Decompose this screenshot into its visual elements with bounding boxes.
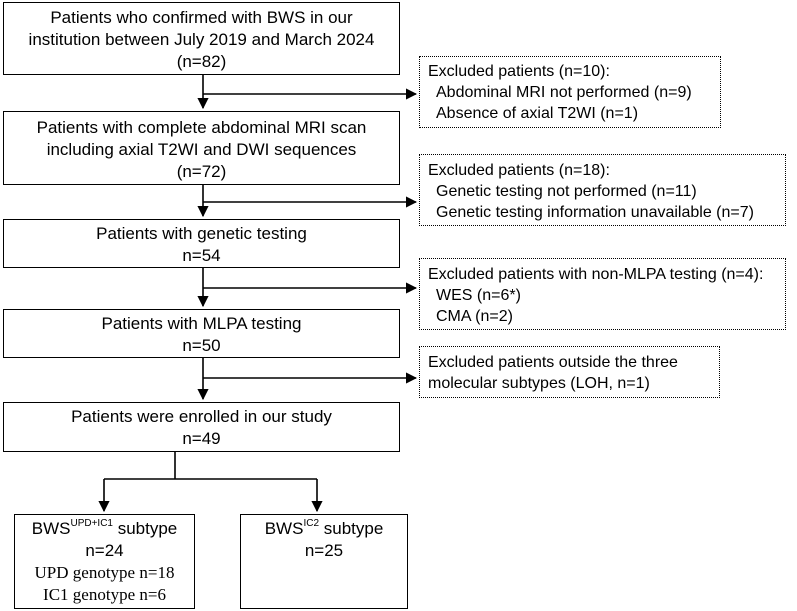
exclusion-item: Excluded patients outside the three: [428, 354, 678, 371]
exclusion-item: molecular subtypes (LOH, n=1): [428, 375, 650, 392]
exclusion-item: Absence of axial T2WI (n=1): [436, 105, 639, 122]
exclusion-box-1: Excluded patients (n=10): Abdominal MRI …: [419, 56, 721, 128]
box-mri: Patients with complete abdominal MRI sca…: [3, 111, 400, 185]
box-screened: Patients who confirmed with BWS in our i…: [3, 2, 400, 75]
subtype-box-ic2: BWSIC2 subtype n=25: [240, 514, 408, 609]
box-line: n=49: [182, 429, 221, 448]
subtype-title: BWSIC2 subtype: [241, 518, 407, 540]
exclusion-item: Genetic testing not performed (n=11): [436, 183, 697, 200]
exclusion-box-4: Excluded patients outside the three mole…: [419, 346, 720, 398]
subtype-title: BWSUPD+IC1 subtype: [15, 518, 194, 540]
subtype-sup: IC2: [303, 518, 320, 530]
box-line: Patients who confirmed with BWS in our: [50, 8, 353, 27]
box-line: including axial T2WI and DWI sequences: [46, 140, 357, 159]
exclusion-item: Genetic testing information unavailable …: [436, 204, 754, 221]
exclusion-item: CMA (n=2): [436, 308, 513, 325]
box-line: Patients with genetic testing: [96, 224, 307, 243]
subtype-base: BWS: [264, 519, 304, 538]
genotype-line: UPD genotype n=18: [34, 563, 175, 582]
box-mlpa: Patients with MLPA testing n=50: [3, 309, 400, 358]
exclusion-box-2: Excluded patients (n=18): Genetic testin…: [419, 154, 786, 226]
subtype-count: n=25: [304, 541, 344, 560]
box-line: (n=82): [176, 52, 227, 71]
exclusion-box-3: Excluded patients with non-MLPA testing …: [419, 258, 786, 330]
box-line: Patients with complete abdominal MRI sca…: [36, 118, 367, 137]
exclusion-item: WES (n=6*): [436, 287, 521, 304]
box-line: (n=72): [176, 162, 227, 181]
box-genetic: Patients with genetic testing n=54: [3, 219, 400, 268]
box-line: institution between July 2019 and March …: [28, 30, 375, 49]
box-line: Patients were enrolled in our study: [71, 407, 332, 426]
subtype-suffix: subtype: [319, 519, 384, 538]
subtype-base: BWS: [31, 519, 71, 538]
box-enrolled: Patients were enrolled in our study n=49: [3, 402, 400, 452]
subtype-count: n=24: [85, 541, 124, 560]
box-line: n=50: [182, 336, 221, 355]
subtype-box-upd-ic1: BWSUPD+IC1 subtype n=24 UPD genotype n=1…: [14, 514, 195, 609]
subtype-sup: UPD+IC1: [70, 518, 113, 530]
exclusion-title: Excluded patients (n=10):: [428, 63, 610, 80]
exclusion-title: Excluded patients with non-MLPA testing …: [428, 266, 764, 283]
subtype-suffix: subtype: [112, 519, 178, 538]
box-line: Patients with MLPA testing: [101, 314, 302, 333]
exclusion-item: Abdominal MRI not performed (n=9): [436, 84, 692, 101]
exclusion-title: Excluded patients (n=18):: [428, 162, 610, 179]
box-line: n=54: [182, 246, 221, 265]
genotype-line: IC1 genotype n=6: [43, 585, 166, 604]
